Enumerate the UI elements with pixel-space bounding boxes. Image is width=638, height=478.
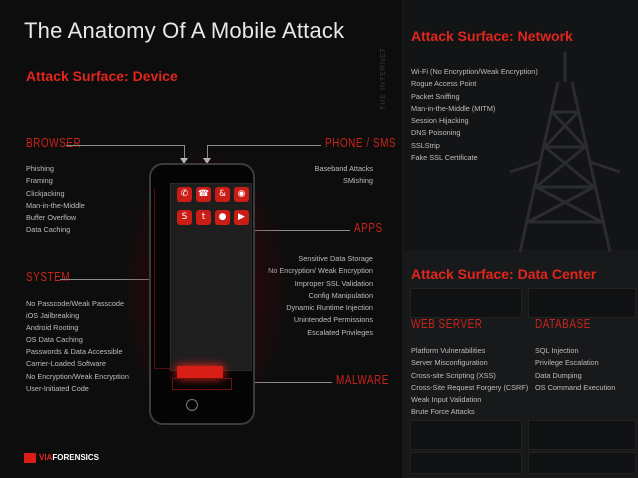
web-server-label: WEB SERVER: [411, 318, 483, 332]
list-item: Android Rooting: [26, 323, 79, 333]
list-item: Clickjacking: [26, 188, 65, 198]
list-item: SMishing: [342, 176, 373, 186]
system-list: No Passcode/Weak Passcode iOS Jailbreaki…: [26, 298, 129, 395]
chip-base: [172, 378, 232, 390]
list-item: Packet Sniffing: [411, 91, 460, 101]
list-item: Carrier-Loaded Software: [26, 359, 106, 369]
list-item: Dynamic Runtime Injection: [286, 303, 373, 313]
list-item: Fake SSL Certificate: [411, 153, 478, 163]
list-item: OS Data Caching: [26, 335, 83, 345]
server-rack: [528, 420, 636, 450]
server-rack: [410, 420, 522, 450]
list-item: Baseband Attacks: [314, 164, 373, 173]
browser-label: BROWSER: [26, 137, 82, 151]
list-item: No Encryption/Weak Encryption: [26, 371, 129, 381]
list-item: Passwords & Data Accessible: [26, 347, 123, 357]
circuit-traces: [154, 188, 177, 369]
browser-connector: [184, 145, 185, 159]
list-item: Wi-Fi (No Encryption/Weak Encryption): [411, 67, 538, 76]
list-item: Platform Vulnerabilities: [411, 346, 486, 355]
server-rack: [528, 452, 636, 474]
apps-label: APPS: [354, 222, 383, 236]
game-icon: ●: [215, 210, 230, 225]
list-item: Buffer Overflow: [26, 213, 77, 223]
list-item: SSLStrip: [411, 140, 440, 150]
malware-connector: [214, 382, 332, 383]
server-rack: [528, 288, 636, 318]
server-rack: [410, 288, 522, 318]
panel-divider: [402, 0, 403, 478]
database-label: DATABASE: [535, 318, 591, 332]
device-heading: Attack Surface: Device: [26, 68, 178, 84]
list-item: Man-in-the-Middle (MITM): [411, 103, 496, 113]
list-item: Rogue Access Point: [411, 79, 477, 89]
list-item: Privilege Escalation: [535, 358, 599, 368]
viaforensics-logo: VIAFORENSICS: [24, 453, 99, 463]
list-item: Server Misconfiguration: [411, 358, 488, 368]
twitter-icon: t: [196, 210, 211, 225]
phone-sms-label: PHONE / SMS: [325, 137, 397, 151]
list-item: OS Command Execution: [535, 382, 616, 392]
phone-call-icon: ☎: [196, 187, 211, 202]
system-connector: [60, 279, 164, 280]
list-item: Phishing: [26, 164, 54, 173]
list-item: Sensitive Data Storage: [298, 254, 373, 263]
apps-list: Sensitive Data Storage No Encryption/ We…: [268, 253, 373, 339]
home-button-icon: [186, 399, 198, 411]
server-rack: [410, 452, 522, 474]
phone-sms-connector: [207, 145, 321, 146]
skype-icon: &: [215, 187, 230, 202]
logo-suffix: FORENSICS: [52, 453, 100, 463]
phone-sms-list: Baseband Attacks SMishing: [315, 163, 373, 188]
list-item: Brute Force Attacks: [411, 407, 475, 417]
browser-list: Phishing Framing Clickjacking Man-in-the…: [26, 163, 85, 237]
logo-prefix: VIA: [39, 453, 53, 463]
list-item: User-Initiated Code: [26, 383, 89, 393]
system-label: SYSTEM: [26, 271, 71, 285]
list-item: Config Manipulation: [308, 290, 374, 300]
list-item: Man-in-the-Middle: [26, 200, 85, 210]
list-item: Improper SSL Validation: [294, 278, 373, 288]
list-item: No Passcode/Weak Passcode: [26, 299, 125, 308]
apps-connector: [254, 230, 350, 231]
list-item: Data Caching: [26, 225, 71, 235]
list-item: No Encryption/ Weak Encryption: [268, 266, 373, 276]
cell-tower-icon: [509, 52, 621, 252]
malware-label: MALWARE: [336, 374, 389, 388]
datacenter-heading: Attack Surface: Data Center: [411, 266, 597, 282]
network-list: Wi-Fi (No Encryption/Weak Encryption) Ro…: [411, 66, 538, 164]
internet-side-label: THE INTERNET: [380, 47, 387, 110]
list-item: Unintended Permissions: [293, 315, 373, 325]
list-item: Weak Input Validation: [411, 395, 482, 405]
list-item: Framing: [26, 176, 53, 186]
list-item: Data Dumping: [535, 370, 582, 380]
phone-app-icon: ✆: [177, 187, 192, 202]
browser-connector: [66, 145, 184, 146]
logo-mark-icon: [24, 453, 36, 463]
list-item: Session Hijacking: [411, 116, 469, 126]
list-item: DNS Poisoning: [411, 128, 461, 138]
network-heading: Attack Surface: Network: [411, 28, 573, 44]
web-server-list: Platform Vulnerabilities Server Misconfi…: [411, 345, 528, 419]
malware-chip: [177, 366, 223, 378]
youtube-icon: ▶: [234, 210, 249, 225]
s-app-icon: S: [177, 210, 192, 225]
list-item: Escalated Privileges: [307, 327, 373, 337]
database-list: SQL Injection Privilege Escalation Data …: [535, 345, 615, 394]
list-item: iOS Jailbreaking: [26, 311, 80, 321]
page-title: The Anatomy Of A Mobile Attack: [24, 18, 345, 43]
list-item: Cross-site Scripting (XSS): [411, 370, 496, 380]
browser-icon: ◉: [234, 187, 249, 202]
list-item: Cross-Site Request Forgery (CSRF): [411, 382, 529, 392]
list-item: SQL Injection: [535, 346, 579, 355]
